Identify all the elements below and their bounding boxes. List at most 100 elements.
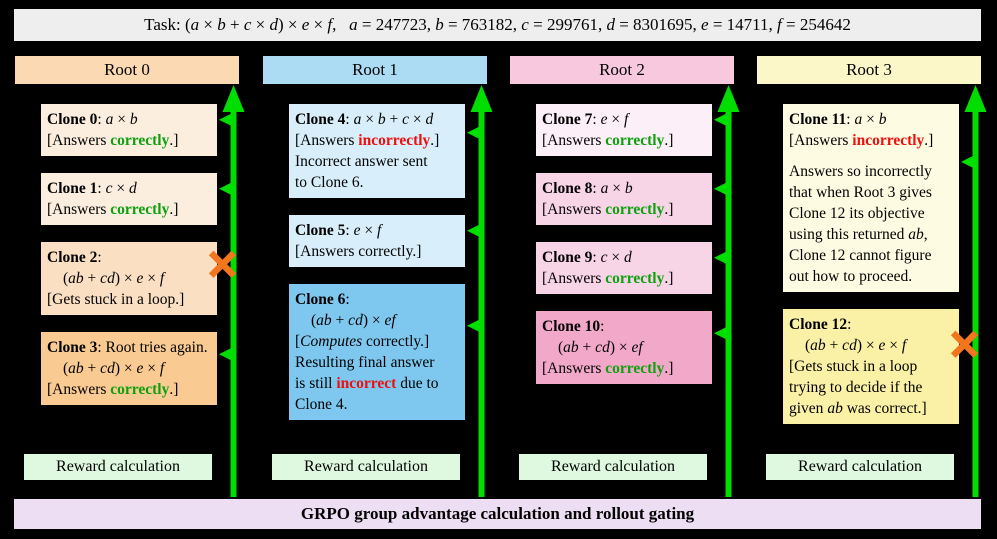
task-formula-bar: Task: (a × b + c × d) × e × f, a = 24772…	[13, 8, 982, 42]
text-segment: .]	[664, 360, 674, 377]
clone-text-line: (ab + cd) × ef	[295, 310, 459, 331]
text-segment: Clone 12	[789, 316, 848, 333]
text-segment: (ab + cd) × e × f	[63, 360, 165, 377]
text-segment: e × f	[600, 111, 629, 128]
clone-text-line: Clone 3: Root tries again.	[47, 337, 211, 358]
clone-text-line: [Answers correctly.]	[542, 130, 706, 151]
text-segment: :	[345, 111, 354, 128]
text-segment: : Root tries again.	[97, 339, 208, 356]
clone-stack: Clone 4: a × b + c × d[Answers incorrect…	[288, 103, 466, 436]
text-segment: a × b + c × d	[353, 111, 434, 128]
text-segment: [Answers	[542, 132, 606, 149]
text-segment: correctly	[110, 381, 170, 398]
text-segment: .]	[664, 270, 674, 287]
clone-text-line: [Answers incorrectly.]	[789, 130, 953, 151]
clone-text-line: trying to decide if the	[789, 377, 953, 398]
text-segment: Resulting final answer	[295, 354, 435, 371]
text-segment: .]	[169, 132, 179, 149]
text-segment: a × b	[105, 111, 138, 128]
clone-text-line: Clone 12:	[789, 314, 953, 335]
text-segment: [	[295, 333, 301, 350]
text-segment: correctly.]	[362, 333, 430, 350]
text-segment: Task:	[144, 15, 185, 34]
clone-stack: Clone 7: e × f[Answers correctly.]Clone …	[535, 103, 713, 400]
text-segment: Clone 0	[47, 111, 98, 128]
clone-box-9: Clone 9: c × d[Answers correctly.]	[535, 241, 713, 295]
reward-calculation-box-0: Reward calculation	[23, 453, 213, 481]
text-segment: Computes	[300, 333, 363, 350]
text-segment: :	[97, 249, 102, 266]
text-segment: [Answers	[542, 360, 606, 377]
text-segment: due to	[396, 375, 439, 392]
clone-stack: Clone 11: a × b[Answers incorrectly.]Ans…	[782, 103, 960, 440]
grpo-advantage-bar: GRPO group advantage calculation and rol…	[13, 498, 982, 530]
text-segment: Clone 4.	[295, 396, 348, 413]
clone-text-line: [Answers correctly.]	[295, 241, 459, 262]
clone-box-11: Clone 11: a × b[Answers incorrectly.]Ans…	[782, 103, 960, 293]
text-segment: .]	[924, 132, 934, 149]
clone-text-line: out how to proceed.	[789, 266, 953, 287]
clone-text-line: to Clone 6.	[295, 172, 459, 193]
clone-box-6: Clone 6: (ab + cd) × ef [Computes correctl…	[288, 283, 466, 421]
root-0-header: Root 0	[14, 55, 240, 85]
text-segment: Clone 5	[295, 222, 346, 239]
clone-text-line: Clone 2:	[47, 247, 211, 268]
clone-text-line: [Answers correctly.]	[542, 199, 706, 220]
clone-text-line: Resulting final answer	[295, 352, 459, 373]
text-segment: :	[345, 291, 350, 308]
reward-calculation-box-1: Reward calculation	[271, 453, 461, 481]
clone-text-line: Clone 4: a × b + c × d	[295, 109, 459, 130]
clone-text-line: [Answers correctly.]	[47, 379, 211, 400]
text-segment: (ab + cd) × ef	[558, 339, 643, 356]
text-segment: (ab + cd) × e × f	[805, 337, 907, 354]
clone-text-line: given ab was correct.]	[789, 398, 953, 419]
text-segment: incorrect	[336, 375, 397, 392]
clone-text-line: Clone 6:	[295, 289, 459, 310]
text-segment: [Answers	[47, 132, 111, 149]
clone-stack: Clone 0: a × b [Answers correctly.] Clone …	[40, 103, 218, 421]
text-segment	[336, 15, 349, 35]
text-segment: Clone 7	[542, 111, 593, 128]
text-segment: e × f	[353, 222, 382, 239]
text-segment: :	[97, 180, 106, 197]
text-segment: correctly	[605, 270, 665, 287]
text-segment: trying to decide if the	[789, 379, 923, 396]
text-segment: .]	[664, 201, 674, 218]
text-segment: [Answers	[542, 270, 606, 287]
text-segment: correctly	[110, 201, 170, 218]
text-segment: [Gets stuck in a loop	[789, 358, 918, 375]
text-segment: [Answers correctly.]	[295, 243, 422, 260]
text-segment: given	[789, 400, 828, 417]
text-segment: Clone 1	[47, 180, 98, 197]
text-segment: ,	[923, 226, 928, 243]
text-segment: correctly	[605, 132, 665, 149]
clone-text-line: Clone 12 cannot figure	[789, 245, 953, 266]
text-segment: [Gets stuck in a loop.]	[47, 291, 185, 308]
clone-text-line: [Answers incorrectly.]	[295, 130, 459, 151]
root-2-header: Root 2	[509, 55, 735, 85]
text-segment: :	[97, 111, 106, 128]
text-segment: .]	[169, 201, 179, 218]
text-segment: ab	[908, 226, 924, 243]
text-segment: (ab + cd) × e × f	[63, 270, 165, 287]
text-segment: .]	[430, 132, 440, 149]
clone-text-line: Clone 5: e × f	[295, 220, 459, 241]
clone-text-line: Clone 7: e × f	[542, 109, 706, 130]
text-segment: Clone 12 its objective	[789, 205, 925, 222]
clone-text-line: using this returned ab,	[789, 224, 953, 245]
clone-text-line: (ab + cd) × e × f	[47, 358, 211, 379]
clone-text-line: Clone 10:	[542, 316, 706, 337]
text-segment: correctly	[110, 132, 170, 149]
text-segment: [Answers	[47, 201, 111, 218]
text-segment: a × b	[854, 111, 887, 128]
text-segment: out how to proceed.	[789, 268, 913, 285]
reward-calculation-box-2: Reward calculation	[518, 453, 708, 481]
text-segment: Clone 11	[789, 111, 847, 128]
clone-box-5: Clone 5: e × f [Answers correctly.]	[288, 214, 466, 268]
text-segment: (ab + cd) × ef	[311, 312, 396, 329]
text-segment: .]	[169, 381, 179, 398]
